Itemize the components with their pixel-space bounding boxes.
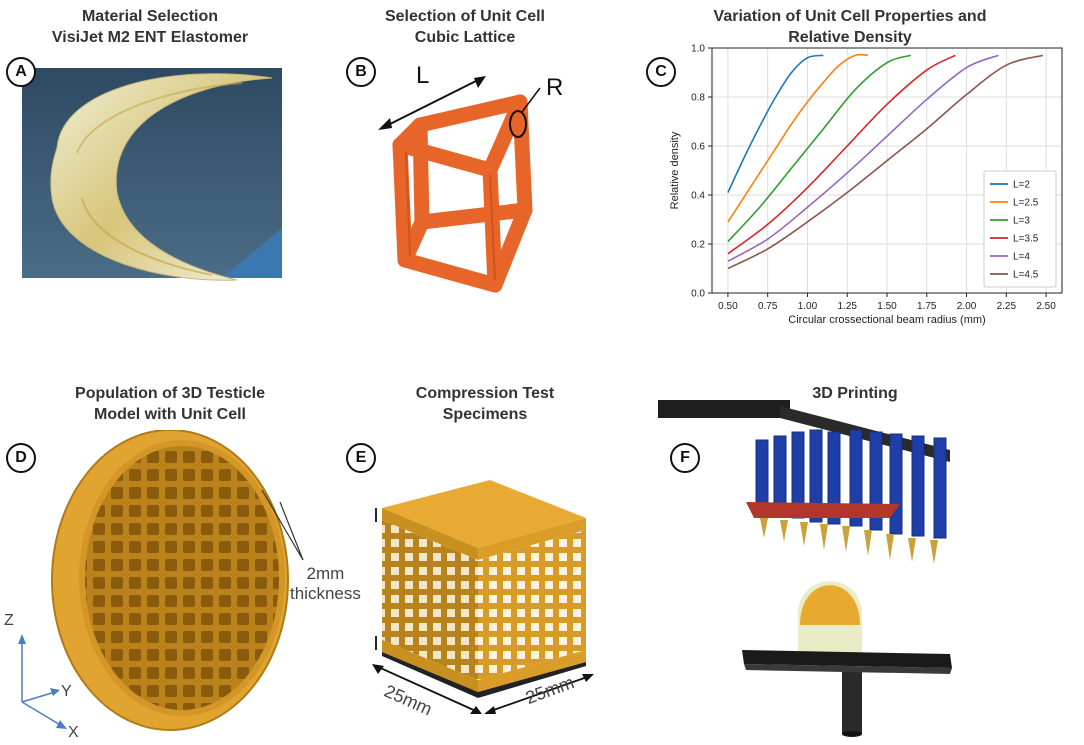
series-line-l-4-5 <box>727 54 1044 270</box>
thickness-label-line1: 2mm <box>306 564 345 583</box>
panel-e-badge: E <box>346 443 376 473</box>
label-radius: R <box>546 74 564 101</box>
relative-density-chart: 0.50 0.75 1.00 1.25 1.50 1.75 2.00 2.25 2.50 0.0 0… <box>669 44 1063 326</box>
panel-b-badge: B <box>346 57 376 87</box>
panel-b-title-line2: Cubic Lattice <box>414 29 516 46</box>
label-length: L <box>416 62 430 89</box>
panel-a-title-line2: VisiJet M2 ENT Elastomer <box>51 29 249 46</box>
series-line-l-3-5 <box>727 54 956 255</box>
panel-d-title-line2: Model with Unit Cell <box>94 406 246 423</box>
thickness-label: 2mm thickness <box>290 564 361 604</box>
panel-c-title: Variation of Unit Cell Properties and Re… <box>650 6 1050 48</box>
panel-a-title-line1: Material Selection <box>81 8 219 25</box>
x-tick-label: 1.50 <box>877 301 897 312</box>
panel-d-testicle-model <box>18 430 304 731</box>
panel-d-badge: D <box>6 443 36 473</box>
panel-b-title: Selection of Unit Cell Cubic Lattice <box>340 6 590 48</box>
panel-c-badge: C <box>646 57 676 87</box>
legend-entry: L=2.5 <box>1013 198 1039 209</box>
panel-f-title: 3D Printing <box>730 383 980 404</box>
legend-entry: L=4.5 <box>1013 270 1039 281</box>
axis-label-x: X <box>68 724 79 741</box>
series-line-l-2 <box>727 54 824 193</box>
panel-e-title-line2: Specimens <box>442 406 528 423</box>
panel-b-title-line1: Selection of Unit Cell <box>384 8 545 25</box>
x-axis-label: Circular crossectional beam radius (mm) <box>788 314 985 326</box>
x-tick-label: 2.25 <box>997 301 1017 312</box>
panel-c-title-line1: Variation of Unit Cell Properties and <box>713 8 987 25</box>
panel-e-title: Compression Test Specimens <box>360 383 610 425</box>
panel-a-material-image <box>22 68 282 281</box>
x-tick-label: 0.50 <box>718 301 738 312</box>
series-line-l-2-5 <box>727 53 868 223</box>
x-tick-label: 0.75 <box>758 301 778 312</box>
axis-label-z: Z <box>4 612 14 629</box>
y-tick-label: 0.8 <box>691 93 705 104</box>
axis-label-y: Y <box>61 683 72 700</box>
length-arrow <box>378 76 486 130</box>
legend-entry: L=2 <box>1013 180 1030 191</box>
chart-legend: L=2L=2.5L=3L=3.5L=4L=4.5 <box>983 170 1057 288</box>
y-tick-label: 0.4 <box>691 191 705 202</box>
panel-e-title-line1: Compression Test <box>415 385 555 402</box>
panel-d-title: Population of 3D Testicle Model with Uni… <box>20 383 320 425</box>
x-tick-label: 1.25 <box>837 301 857 312</box>
series-line-l-3 <box>727 54 912 243</box>
legend-box <box>983 170 1057 288</box>
x-tick-label: 1.75 <box>917 301 937 312</box>
x-tick-label: 1.00 <box>798 301 818 312</box>
panel-a-title: Material Selection VisiJet M2 ENT Elasto… <box>20 6 280 48</box>
legend-entry: L=4 <box>1013 252 1030 263</box>
x-tick-label: 2.50 <box>1036 301 1056 312</box>
panel-f-title-line1: 3D Printing <box>812 385 898 402</box>
y-tick-label: 0.2 <box>691 240 705 251</box>
panel-a-badge: A <box>6 57 36 87</box>
y-axis-label: Relative density <box>669 131 681 209</box>
panel-e-compression-specimen <box>372 480 594 714</box>
thickness-label-line2: thickness <box>290 584 361 603</box>
panel-d-title-line1: Population of 3D Testicle <box>75 385 265 402</box>
x-tick-label: 2.00 <box>957 301 977 312</box>
y-tick-label: 1.0 <box>691 44 705 55</box>
panel-b-unit-cell-diagram <box>378 76 541 293</box>
y-tick-label: 0.0 <box>691 289 705 300</box>
legend-entry: L=3.5 <box>1013 234 1039 245</box>
legend-entry: L=3 <box>1013 216 1030 227</box>
panel-f-printer-illustration <box>658 400 952 737</box>
panel-f-badge: F <box>670 443 700 473</box>
radius-marker <box>509 110 527 138</box>
series-line-l-4 <box>727 54 999 262</box>
y-tick-label: 0.6 <box>691 142 705 153</box>
panel-c-title-line2: Relative Density <box>788 29 912 46</box>
